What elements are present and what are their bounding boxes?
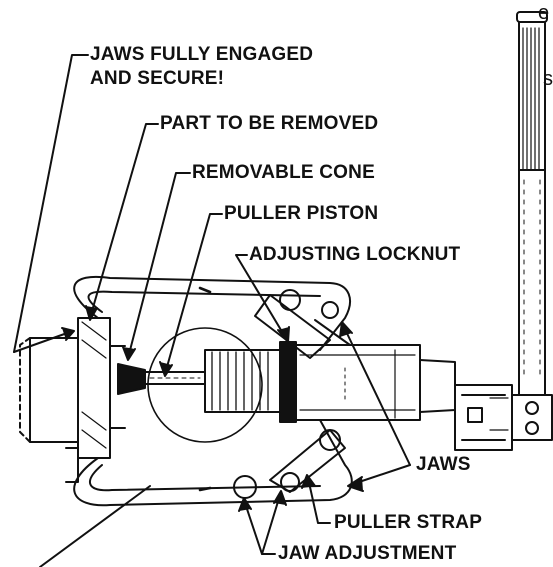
puller-piston-rod (144, 371, 206, 385)
label-jaws-engaged-line2: AND SECURE! (90, 68, 225, 89)
leader-lines (13, 54, 411, 567)
detail-circle (147, 327, 263, 443)
label-removable-cone: REMOVABLE CONE (192, 162, 375, 183)
part-to-be-removed (19, 317, 126, 483)
label-jaws-engaged-line1: JAWS FULLY ENGAGED (90, 44, 314, 65)
lower-jaw-assembly (73, 419, 353, 507)
threaded-section (204, 349, 281, 413)
label-adjusting-locknut: ADJUSTING LOCKNUT (249, 244, 461, 265)
pump-body (454, 384, 513, 451)
edge-fragment-top: e (538, 2, 550, 24)
hydraulic-cylinder (294, 344, 456, 421)
label-jaws: JAWS (416, 454, 471, 475)
upper-jaw-assembly (73, 275, 351, 359)
label-puller-piston: PULLER PISTON (224, 203, 379, 224)
label-puller-strap: PULLER STRAP (334, 512, 483, 533)
edge-fragment-mid: s (543, 68, 553, 90)
label-jaw-adjustment: JAW ADJUSTMENT (278, 543, 457, 564)
pump-handle (511, 11, 553, 441)
label-part-to-be-removed: PART TO BE REMOVED (160, 113, 379, 134)
adjusting-locknut-part (279, 341, 297, 423)
removable-cone-part (117, 363, 146, 395)
